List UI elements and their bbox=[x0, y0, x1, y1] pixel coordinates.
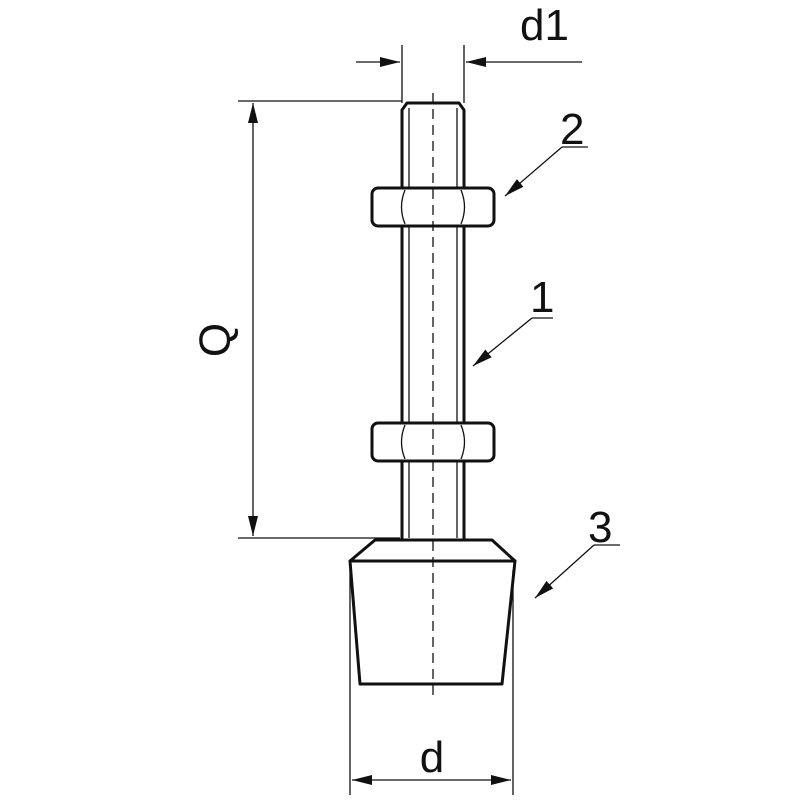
dimension-d1: d1 bbox=[356, 1, 582, 103]
dimension-q: Q bbox=[191, 100, 402, 539]
part-3-label: 3 bbox=[588, 503, 612, 552]
d-label: d bbox=[420, 733, 444, 782]
leader-part-3: 3 bbox=[534, 503, 620, 599]
d1-label: d1 bbox=[520, 1, 569, 50]
dimension-d: d bbox=[349, 570, 514, 795]
q-label: Q bbox=[191, 323, 240, 357]
part-1-label: 1 bbox=[530, 273, 554, 322]
leader-part-1: 1 bbox=[472, 273, 554, 367]
leader-part-2: 2 bbox=[504, 105, 588, 197]
lower-hex-nut bbox=[370, 421, 496, 463]
part-2-label: 2 bbox=[560, 105, 584, 154]
